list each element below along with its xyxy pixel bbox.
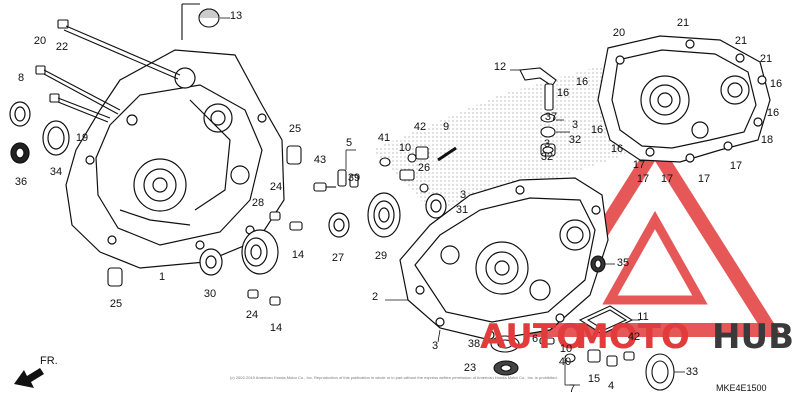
bearings (199, 192, 447, 276)
part-number-label: 5 (346, 137, 352, 149)
part-number-label: 3 (460, 189, 466, 201)
part-number-label: 35 (617, 257, 629, 269)
part-number-label: 3 (432, 340, 438, 352)
part-number-label: 11 (637, 311, 648, 323)
part-number-label: 31 (456, 204, 468, 216)
part-number-label: 17 (637, 173, 649, 185)
part-number-label: 29 (375, 250, 387, 262)
part-number-label: 9 (443, 121, 449, 133)
part-number-label: 3 (572, 119, 578, 131)
part-number-label: 16 (770, 78, 782, 90)
watermark-part3: HUB (712, 317, 794, 357)
part-number-label: 20 (34, 35, 46, 47)
part-number-label: 32 (569, 134, 581, 146)
part-number-label: 12 (494, 61, 506, 73)
part-number-label: 17 (698, 173, 710, 185)
watermark-part1: AUTO (480, 317, 585, 357)
part-number-label: 16 (557, 87, 569, 99)
leader-lines (220, 17, 685, 386)
front-direction-arrow: FR. (14, 355, 58, 388)
part-number-label: 17 (661, 173, 673, 185)
copyright-notice: (c) 2002-2019 American Honda Motor Co., … (230, 375, 558, 380)
part-number-label: 22 (56, 41, 68, 53)
right-crankcase (399, 177, 609, 341)
part-number-label: 14 (270, 322, 282, 334)
part-number-label: 7 (569, 383, 575, 395)
part-number-label: 17 (633, 159, 645, 171)
part-number-label: 30 (204, 288, 216, 300)
part-number-label: 4 (608, 380, 614, 392)
dotted-gasket-area (372, 60, 640, 210)
part-number-label: 16 (576, 76, 588, 88)
bottom-parts (490, 255, 675, 391)
part-number-label: 8 (18, 72, 24, 84)
part-number-label: 28 (252, 197, 264, 209)
part-number-label: 1 (159, 271, 165, 283)
shift-shaft-parts (519, 67, 557, 157)
watermark-logo: AUTO MOTO HUB (480, 317, 794, 357)
part-number-label: 42 (414, 121, 426, 133)
part-number-label: 43 (314, 154, 326, 166)
part-number-label: 18 (761, 134, 773, 146)
watermark-part2: MOTO (575, 317, 690, 357)
part-number-label: 36 (15, 176, 27, 188)
small-fasteners (247, 146, 457, 306)
part-number-label: 42 (628, 331, 640, 343)
part-number-label: 26 (418, 162, 430, 174)
part-number-label: 34 (50, 166, 62, 178)
part-number-label: 41 (378, 132, 390, 144)
part-number-label: 25 (289, 123, 301, 135)
part-number-label: 19 (76, 132, 88, 144)
part-number-label: 23 (464, 362, 476, 374)
part-number-label: 6 (532, 333, 538, 345)
part-number-label: 3 (544, 138, 550, 150)
part-number-label: 21 (760, 53, 772, 65)
left-seals (9, 101, 70, 164)
part-number-label: 24 (270, 181, 282, 193)
part-number-label: 20 (613, 27, 625, 39)
part-number-label: 27 (332, 252, 344, 264)
part-number-label: 10 (399, 142, 411, 154)
direction-label: FR. (40, 355, 58, 367)
part-number-label: 17 (730, 160, 742, 172)
small-parts-left (107, 3, 302, 287)
part-number-label: 32 (541, 151, 553, 163)
part-number-label: 16 (767, 107, 779, 119)
part-number-label: 16 (611, 143, 623, 155)
part-number-label: 2 (372, 291, 378, 303)
part-number-label: 21 (677, 17, 689, 29)
part-number-label: 10 (560, 343, 572, 355)
part-number-label: 33 (686, 366, 698, 378)
part-number-label: 39 (348, 172, 360, 184)
long-bolts (35, 19, 181, 123)
part-number-label: 37 (545, 111, 557, 123)
part-number-label: 16 (591, 124, 603, 136)
part-number-label: 21 (735, 35, 747, 47)
right-crankcase-rear (597, 35, 771, 163)
catalog-code: MKE4E1500 (716, 383, 767, 393)
part-number-label: 38 (468, 338, 480, 350)
part-number-label: 15 (588, 373, 600, 385)
part-number-label: 40 (559, 356, 571, 368)
part-number-label: 24 (246, 309, 258, 321)
part-number-label: 13 (230, 10, 242, 22)
part-number-label: 14 (292, 249, 304, 261)
part-number-label: 25 (110, 298, 122, 310)
